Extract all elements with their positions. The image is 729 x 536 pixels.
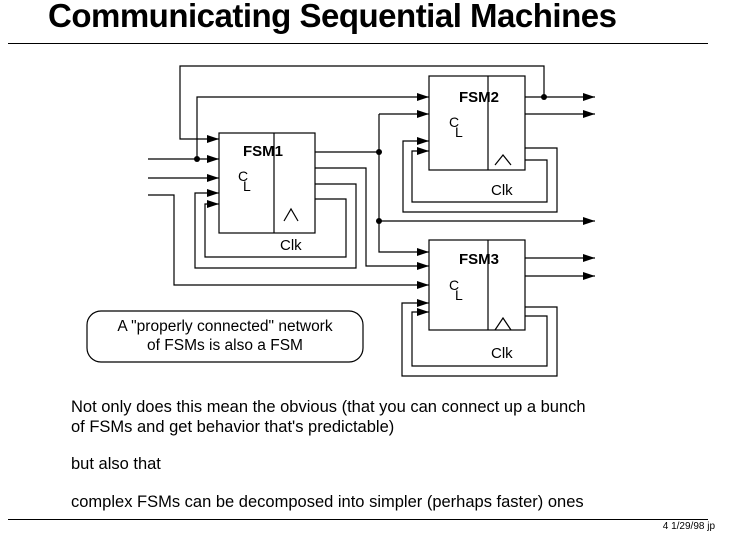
footer-slide-info: 4 1/29/98 jp: [662, 521, 715, 532]
paragraph-1-line-1: Not only does this mean the obvious (tha…: [71, 398, 586, 416]
fsm2-label: FSM2: [459, 89, 499, 106]
paragraph-3: complex FSMs can be decomposed into simp…: [71, 493, 584, 511]
fsm3-cl-l: L: [455, 287, 463, 303]
paragraph-2: but also that: [71, 455, 161, 473]
fsm2-block: [428, 75, 526, 171]
fsm3-label: FSM3: [459, 251, 499, 268]
paragraph-1-line-2: of FSMs and get behavior that's predicta…: [71, 418, 395, 436]
callout-line-2: of FSMs is also a FSM: [147, 337, 303, 354]
fsm1-feedback-inner: [204, 198, 347, 258]
fsm2-cl-l: L: [455, 124, 463, 140]
fsm1-label: FSM1: [243, 143, 283, 160]
fsm3-clk-label: Clk: [491, 345, 513, 362]
fsm1-output-2: [315, 167, 429, 270]
fsm2-feedback-inner: [411, 147, 548, 203]
fsm2-clk-label: Clk: [491, 182, 513, 199]
fsm3-cl-c: C: [449, 277, 459, 293]
fsm3-feedback-inner: [411, 308, 548, 367]
footer-divider: [8, 519, 708, 520]
fsm3-feedback-outer: [401, 299, 558, 377]
fsm1-cl-l: L: [243, 178, 251, 194]
page-title: Communicating Sequential Machines: [48, 0, 617, 34]
fsm1-clk-label: Clk: [280, 237, 302, 254]
fsm2-feedback-outer: [402, 137, 558, 213]
fsm1-cl-c: C: [238, 168, 248, 184]
fsm1-feedback-outer: [194, 183, 357, 269]
fsm1-block: [218, 132, 316, 234]
fsm2-cl-c: C: [449, 114, 459, 130]
callout-line-1: A "properly connected" network: [117, 318, 332, 335]
callout-box: [86, 310, 364, 363]
title-divider: [8, 43, 708, 44]
external-input-3: [148, 194, 429, 289]
